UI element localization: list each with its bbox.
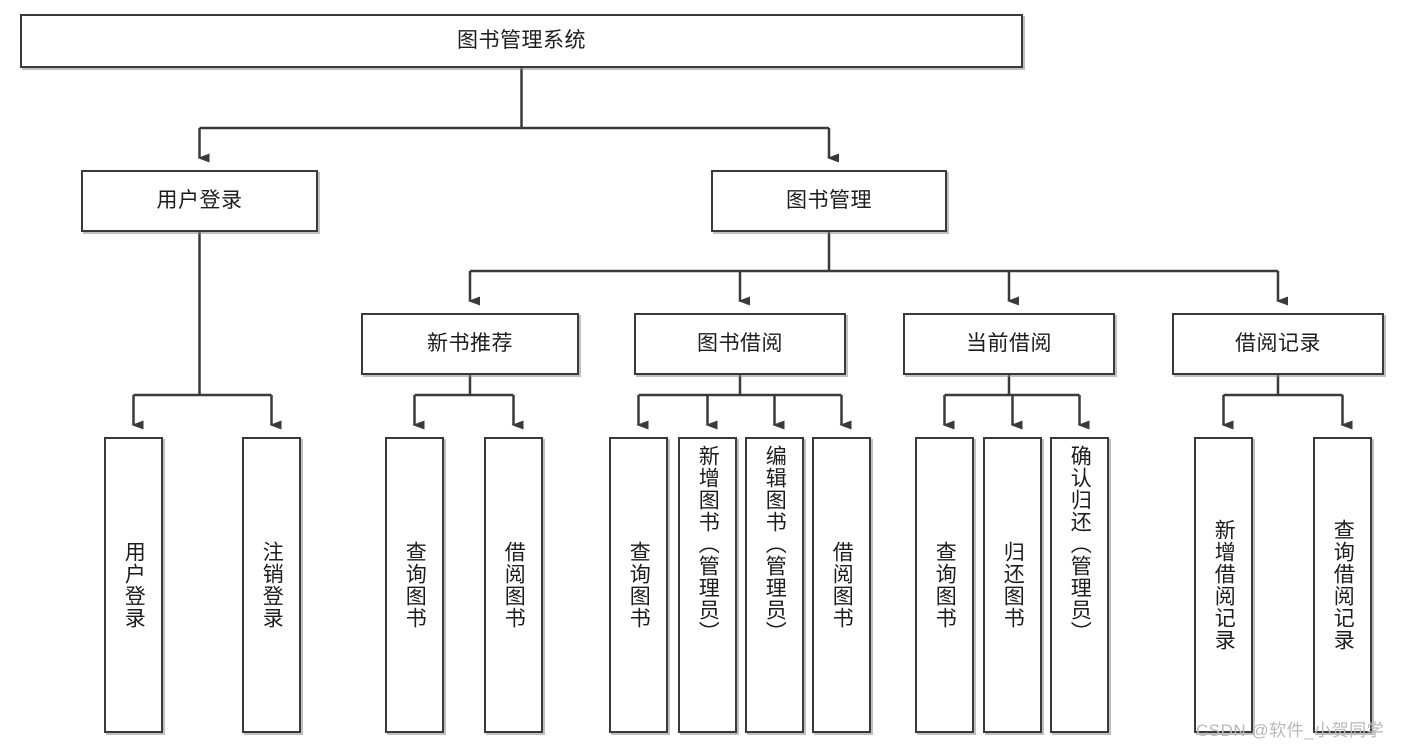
node-label: 新书推荐 xyxy=(427,331,513,355)
node-label: 查询借阅记录 xyxy=(1331,519,1355,651)
node-l7[interactable]: 编辑图书（管理员） xyxy=(745,437,804,733)
node-record[interactable]: 借阅记录 xyxy=(1172,313,1384,375)
node-label: 注销登录 xyxy=(260,541,284,629)
node-l4[interactable]: 借阅图书 xyxy=(484,437,543,733)
node-l2[interactable]: 注销登录 xyxy=(242,437,301,733)
node-l11[interactable]: 确认归还（管理员） xyxy=(1050,437,1109,733)
node-l13[interactable]: 查询借阅记录 xyxy=(1313,437,1372,733)
node-l8[interactable]: 借阅图书 xyxy=(812,437,871,733)
node-l9[interactable]: 查询图书 xyxy=(915,437,974,733)
node-l12[interactable]: 新增借阅记录 xyxy=(1194,437,1253,733)
node-newbook[interactable]: 新书推荐 xyxy=(361,313,579,375)
node-login[interactable]: 用户登录 xyxy=(81,170,318,232)
node-label: 新增借阅记录 xyxy=(1212,519,1236,651)
node-label: 用户登录 xyxy=(122,541,146,629)
node-label: 图书管理系统 xyxy=(457,28,586,52)
node-label: 借阅记录 xyxy=(1235,331,1321,355)
node-label: 查询图书 xyxy=(403,541,427,629)
node-label: 新增图书（管理员） xyxy=(696,445,720,643)
node-l6[interactable]: 新增图书（管理员） xyxy=(678,437,737,733)
node-label: 编辑图书（管理员） xyxy=(763,445,787,643)
node-label: 图书借阅 xyxy=(697,331,783,355)
node-bookmgmt[interactable]: 图书管理 xyxy=(711,170,947,232)
node-label: 当前借阅 xyxy=(966,331,1052,355)
node-l10[interactable]: 归还图书 xyxy=(983,437,1042,733)
node-l1[interactable]: 用户登录 xyxy=(104,437,163,733)
node-label: 借阅图书 xyxy=(502,541,526,629)
node-label: 借阅图书 xyxy=(830,541,854,629)
node-label: 图书管理 xyxy=(786,188,872,212)
node-label: 确认归还（管理员） xyxy=(1068,445,1092,643)
node-label: 查询图书 xyxy=(933,541,957,629)
node-borrow[interactable]: 图书借阅 xyxy=(634,313,846,375)
node-l5[interactable]: 查询图书 xyxy=(609,437,668,733)
csdn-watermark: CSDN @软件_小贺同学 xyxy=(1196,721,1385,740)
node-label: 用户登录 xyxy=(156,188,243,212)
node-l3[interactable]: 查询图书 xyxy=(385,437,444,733)
node-label: 归还图书 xyxy=(1001,541,1025,629)
node-current[interactable]: 当前借阅 xyxy=(903,313,1115,375)
node-root[interactable]: 图书管理系统 xyxy=(20,14,1023,68)
node-label: 查询图书 xyxy=(627,541,651,629)
